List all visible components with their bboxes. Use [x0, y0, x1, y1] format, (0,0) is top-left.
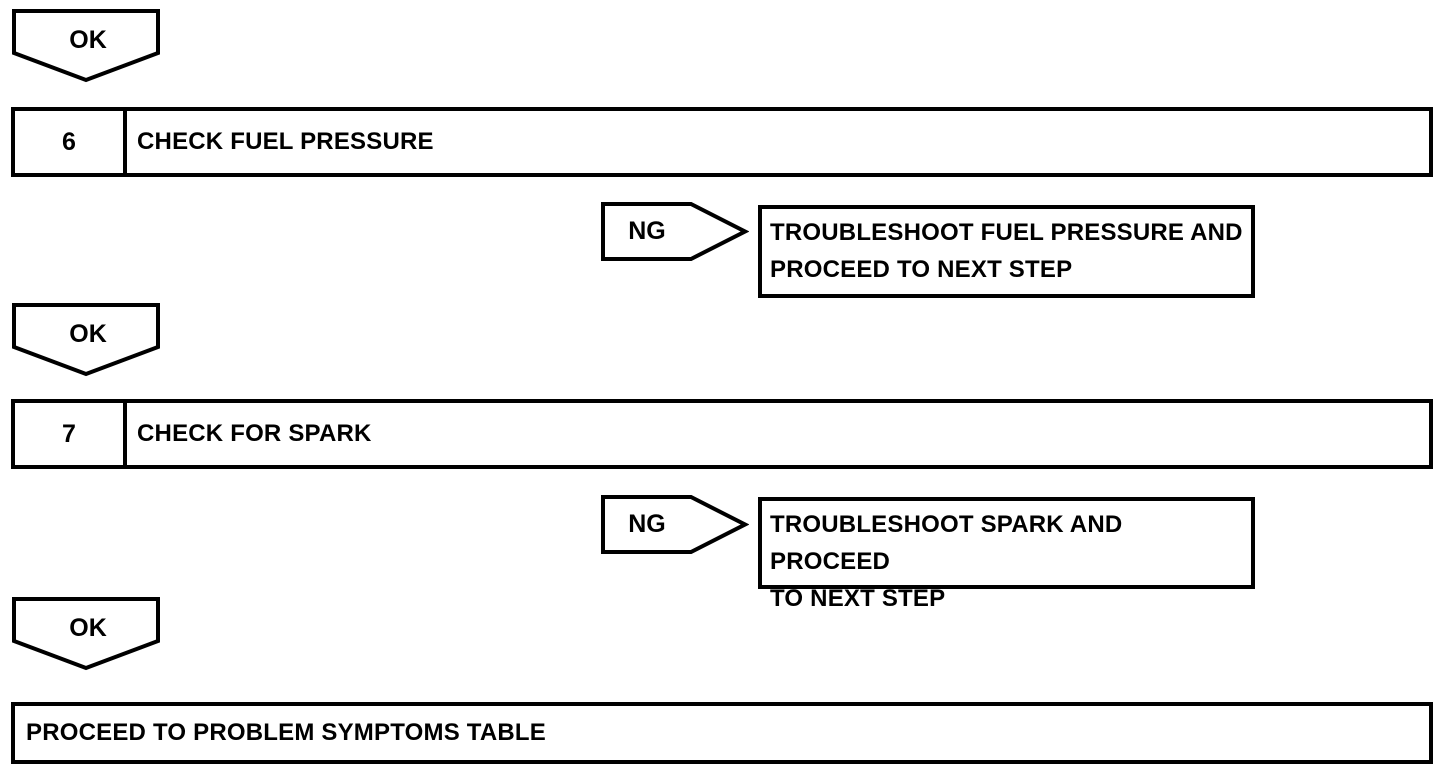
final-step-label: PROCEED TO PROBLEM SYMPTOMS TABLE [26, 719, 546, 746]
ng-label: NG [628, 217, 666, 245]
ng-connector-1: NG [601, 202, 749, 261]
ok-arrow-shape [12, 597, 160, 671]
ok-connector-1: OK [12, 9, 160, 83]
step-number: 7 [15, 403, 127, 465]
ok-connector-3: OK [12, 597, 160, 671]
ng-result-line1: TROUBLESHOOT SPARK AND PROCEED [770, 511, 1123, 575]
ng-label: NG [628, 510, 666, 538]
ng-connector-2: NG [601, 495, 749, 554]
step-box-6: 6 CHECK FUEL PRESSURE [11, 107, 1433, 177]
ok-label: OK [69, 320, 107, 348]
step-title: CHECK FOR SPARK [137, 420, 372, 447]
step-box-7: 7 CHECK FOR SPARK [11, 399, 1433, 469]
step-title: CHECK FUEL PRESSURE [137, 128, 434, 155]
ng-result-box-1: TROUBLESHOOT FUEL PRESSURE AND PROCEED T… [758, 205, 1255, 298]
ng-result-line2: PROCEED TO NEXT STEP [770, 256, 1073, 283]
ng-arrow-shape [601, 495, 749, 554]
step-number: 6 [15, 111, 127, 173]
final-step-box: PROCEED TO PROBLEM SYMPTOMS TABLE [11, 702, 1433, 764]
ok-label: OK [69, 26, 107, 54]
ng-result-line2: TO NEXT STEP [770, 585, 946, 612]
ng-result-line1: TROUBLESHOOT FUEL PRESSURE AND [770, 219, 1243, 246]
ok-arrow-shape [12, 9, 160, 83]
ok-arrow-shape [12, 303, 160, 377]
ok-label: OK [69, 614, 107, 642]
ng-arrow-shape [601, 202, 749, 261]
ok-connector-2: OK [12, 303, 160, 377]
ng-result-box-2: TROUBLESHOOT SPARK AND PROCEED TO NEXT S… [758, 497, 1255, 612]
